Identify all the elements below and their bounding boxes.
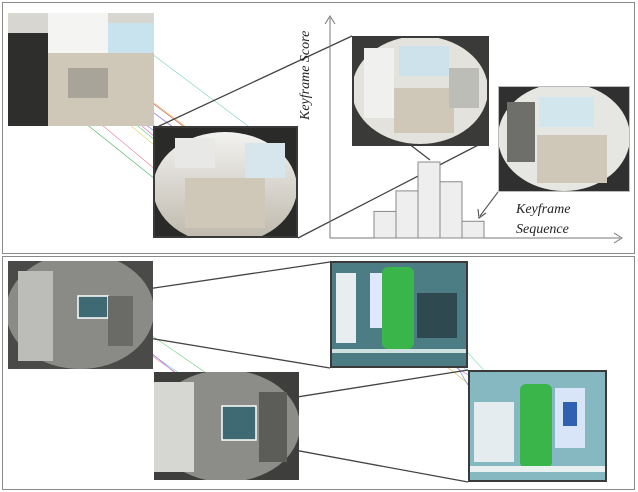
fridge-shelf-icon <box>332 263 466 366</box>
kitchen-scene-icon <box>8 13 154 126</box>
keyframe-selection-panel <box>2 2 635 254</box>
x-axis-label: Keyframe Sequence <box>516 200 600 240</box>
object-matching-panel <box>2 256 635 490</box>
y-axis-label: Keyframe Score <box>298 30 313 120</box>
fridge-frame-left <box>8 261 153 369</box>
selected-keyframe-thumbnail <box>352 36 489 146</box>
fridge-zoom-top <box>330 261 468 368</box>
keyframe-candidate-top <box>153 126 298 238</box>
fridge-door-shelf-icon <box>470 372 605 480</box>
x-axis-label-line2: Sequence <box>516 222 569 237</box>
fridge-frame-middle <box>154 372 299 480</box>
kitchen-wide-icon <box>499 87 629 191</box>
x-axis-label-line1: Keyframe <box>516 202 571 217</box>
keyframe-thumbnail-right <box>498 86 630 192</box>
kitchen-interior-icon <box>354 38 487 144</box>
kitchen-floor-icon <box>155 128 296 236</box>
fridge-scene-icon <box>8 261 153 369</box>
source-frame-top <box>8 13 154 126</box>
fridge-zoom-bottom <box>468 370 607 482</box>
fridge-open-icon <box>154 372 299 480</box>
